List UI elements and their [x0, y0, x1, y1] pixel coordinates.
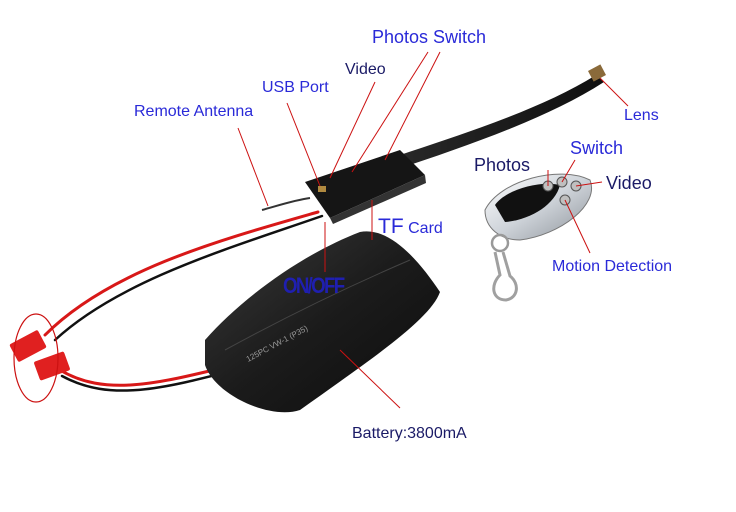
- label-tf-card-big: TF: [378, 215, 404, 238]
- label-photos-switch: Photos Switch: [372, 27, 487, 47]
- pointer-lines: [237, 51, 629, 409]
- label-remote-video: Video: [606, 173, 652, 193]
- label-remote-antenna: Remote Antenna: [134, 103, 254, 120]
- key-clasp: [492, 251, 518, 302]
- keyring: [490, 233, 510, 253]
- lens-module: [588, 64, 606, 82]
- usb-port: [318, 186, 326, 192]
- label-video: Video: [345, 61, 386, 78]
- label-remote-switch: Switch: [570, 138, 624, 158]
- label-remote-photos: Photos: [474, 155, 531, 175]
- connector-highlight-circle: [13, 313, 59, 403]
- antenna-wire: [261, 197, 311, 211]
- label-lens: Lens: [624, 107, 659, 124]
- label-tf-card: TF Card: [378, 216, 443, 237]
- remote-control: [484, 173, 593, 302]
- ribbon-cable: [385, 64, 606, 170]
- battery: 125PC VW-1 (P35): [205, 231, 440, 413]
- label-motion-detection: Motion Detection: [552, 258, 673, 275]
- camera-board: [305, 150, 426, 224]
- label-on-off: ON/OFF: [283, 273, 345, 298]
- label-tf-card-small: Card: [408, 220, 443, 237]
- label-usb-port: USB Port: [262, 79, 329, 96]
- label-battery: Battery:3800mA: [352, 425, 467, 442]
- red-connectors: [9, 330, 70, 381]
